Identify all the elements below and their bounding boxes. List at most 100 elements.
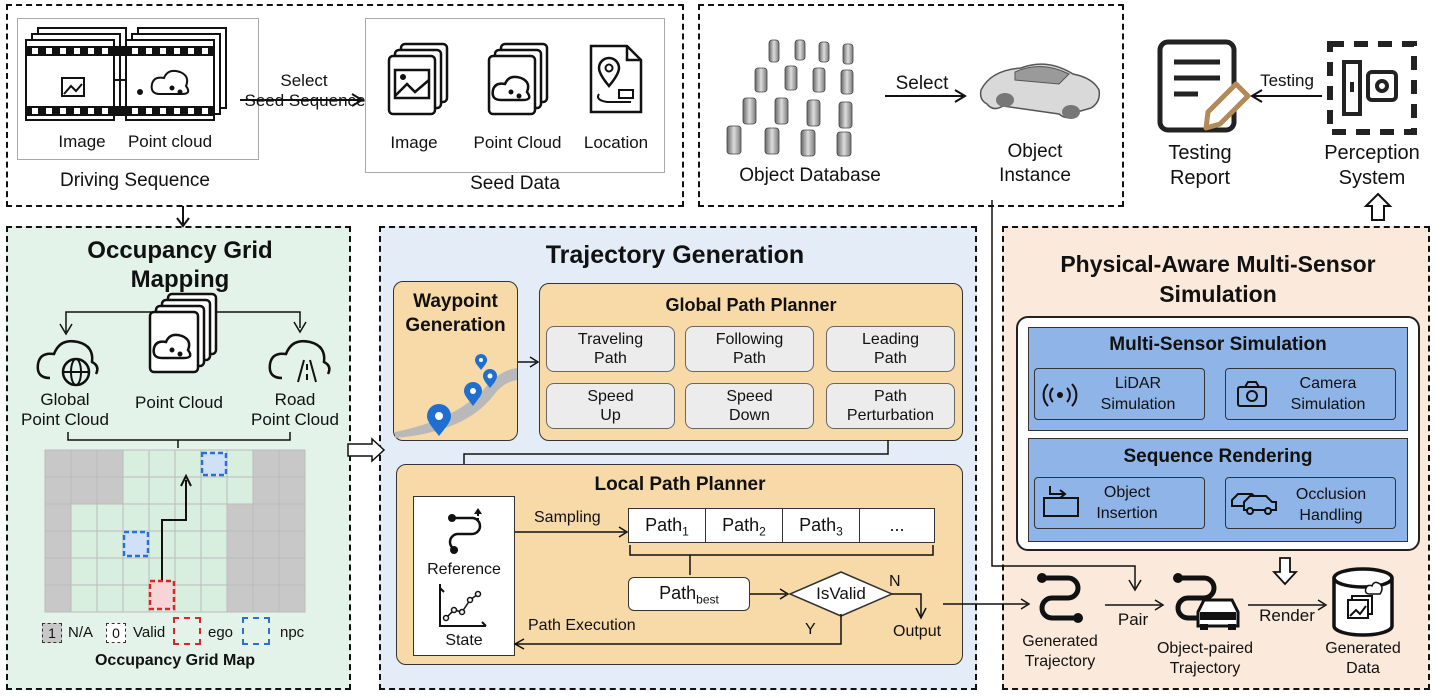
sequence-rendering-title: Sequence Rendering [1123,446,1313,467]
render-label: Render [1259,606,1315,625]
object-insertion-box[interactable] [1034,477,1205,529]
seed-location-label: Location [583,133,649,152]
leading-line1: Leading [862,331,919,348]
valid-to-output-arrow [892,593,927,620]
testing-report-line2: Report [1169,167,1231,189]
waypoint-line1: Waypoint [413,291,498,312]
seed-location-icon [589,44,643,114]
legend-na-label: N/A [68,624,94,641]
paired-line2: Trajectory [1169,660,1241,677]
gen-traj-line2: Trajectory [1024,653,1096,670]
driving-sequence-label: Driving Sequence [60,170,210,191]
seed-down-arrow [176,206,190,228]
path-2-text: Path [722,515,760,535]
sampling-label: Sampling [534,509,601,526]
global-line1: Global [40,390,90,409]
legend-ego-label: ego [208,624,234,641]
path-1-text: Path [645,515,683,535]
traveling-line1: Traveling [577,331,644,348]
path-candidate-more: ... [889,515,905,535]
object-panel [698,4,1124,207]
select-seed-arrow [240,93,364,107]
object-paired-trajectory-icon [1173,573,1240,630]
path-3-sub: 3 [836,524,843,539]
path-candidate-1: Path1 [629,509,706,542]
gen-data-line1: Generated [1325,640,1401,657]
seed-image-icon [387,42,449,116]
object-instance-line1: Object [1007,141,1063,162]
gen-traj-line1: Generated [1022,633,1098,650]
legend-npc-swatch [242,617,270,645]
waypoint-generation-box [393,281,518,441]
object-select-label: Select [895,73,949,94]
isvalid-label: IsValid [816,584,866,603]
image-label: Image [58,132,106,151]
legend-valid-swatch: 0 [106,623,126,643]
testing-report-icon [1157,39,1251,133]
driving-sequence-frames [25,27,227,121]
local-path-planner-title: Local Path Planner [594,474,766,495]
select-label: Select [280,71,328,90]
paired-line1: Object-paired [1156,640,1254,657]
speed-up-line2: Up [600,407,621,424]
following-line1: Following [715,331,784,348]
road-line1: Road [274,390,316,409]
simulation-title-line2: Simulation [1159,281,1277,307]
path-candidate-2: Path2 [706,509,783,542]
output-to-generated-arrow [943,598,1031,610]
object-to-pair-connector [991,200,1142,592]
lidar-line2: Simulation [1100,396,1176,413]
occupancy-to-trajectory-arrow [347,437,386,463]
waypoint-to-global-arrow [518,356,540,368]
pair-label: Pair [1117,610,1149,629]
seed-data-panel [6,4,684,207]
path-bracket [629,545,934,575]
reference-state-box [413,496,515,656]
occupancy-merge-bracket [67,432,291,448]
y-label: Y [805,621,816,638]
object-database-cars [726,39,854,157]
object-instance-line2: Instance [999,165,1071,186]
reference-path-icon [448,508,482,554]
n-label: N [889,573,901,590]
perception-system-line2: System [1338,167,1406,189]
trajectory-title: Trajectory Generation [545,241,805,269]
multi-sensor-title: Multi-Sensor Simulation [1109,334,1327,355]
traveling-line2: Path [594,350,627,367]
object-insertion-icon [1043,486,1079,517]
camera-simulation-box[interactable] [1225,368,1396,420]
gen-data-line2: Data [1346,660,1380,677]
simulation-title-line1: Physical-Aware Multi-Sensor [1060,251,1376,277]
state-label: State [445,632,483,649]
pair-arrow [1105,599,1165,611]
best-to-valid-arrow [750,588,790,600]
testing-report-line1: Testing [1168,142,1232,164]
legend-ego-swatch [173,617,201,645]
path-candidates: Path1 Path2 Path 3 ... [628,508,935,543]
object-instance-car [979,63,1101,119]
camera-icon [1237,381,1267,407]
global-cloud-globe-icon [36,340,99,387]
road-cloud-icon [268,340,331,383]
occlusion-line2: Handling [1299,507,1363,524]
testing-arrow [1250,89,1322,103]
camera-line2: Simulation [1290,396,1366,413]
perception-system-icon [1327,41,1417,135]
speed-down-line1: Speed [726,388,773,405]
